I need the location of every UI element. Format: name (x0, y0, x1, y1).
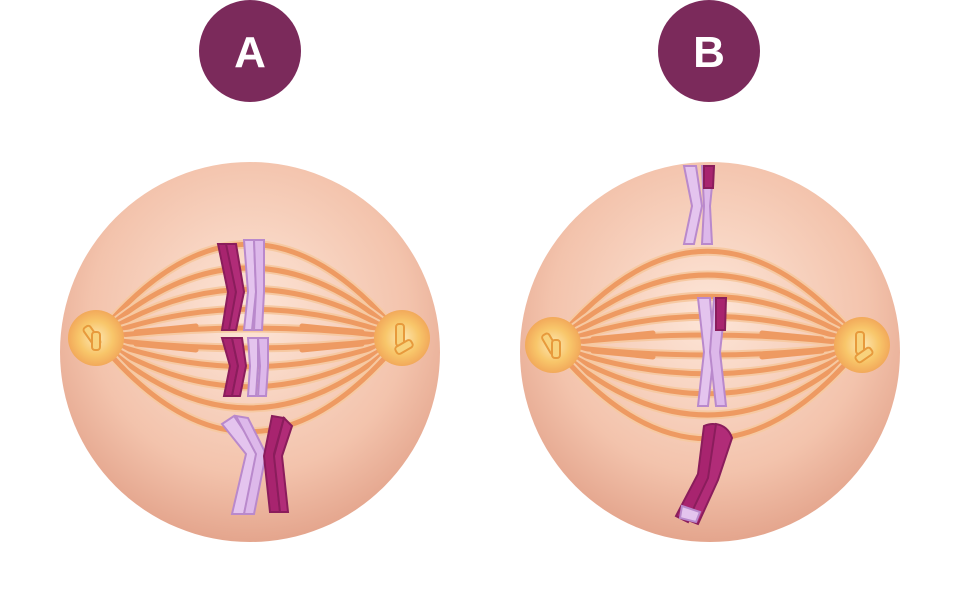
cell-a (60, 162, 440, 542)
cell-b-spindle-fiber (550, 293, 865, 348)
cell-b-chromosome-3 (674, 422, 734, 526)
cell-a-spindle-kinetochore-fiber (133, 341, 199, 353)
cell-b-spindle-fiber (550, 248, 865, 348)
badge-label-a: A (234, 28, 266, 77)
cell-b-spindle-kinetochore-fiber (590, 348, 656, 360)
cell-a-chromosomes (216, 239, 294, 515)
cell-b-centrosome-right (834, 317, 890, 373)
cell-b-spindle-kinetochore-fiber (590, 330, 656, 342)
cell-b-spindle-kinetochore-fiber (759, 348, 825, 360)
cell-b-spindle-fiber (550, 272, 865, 348)
cell-b-chromosome-1 (682, 165, 716, 245)
cell-a-homologous-pair-3 (220, 414, 294, 515)
cell-b (520, 162, 900, 542)
badge-circle-b (658, 0, 760, 102)
cell-a-homologous-pair-1 (216, 239, 265, 331)
cell-a-spindle-kinetochore-fiber (299, 341, 365, 353)
badge-circle-a (199, 0, 301, 102)
cell-b-chromosomes (674, 165, 734, 526)
cell-a-centrosome-left (68, 310, 124, 366)
badge-label-b: B (693, 28, 725, 77)
cell-b-spindle-kinetochore-fiber (759, 330, 825, 342)
cell-a-centrosome-right (374, 310, 430, 366)
cell-b-chromosome-2 (696, 297, 728, 407)
cell-a-spindle-fiber (93, 335, 405, 411)
cell-a-spindle-kinetochore-fiber (299, 323, 365, 335)
label-badge-a: A (199, 0, 301, 102)
cell-a-spindle-kinetochore-fiber (133, 323, 199, 335)
label-badge-b: B (658, 0, 760, 102)
cell-b-centrosome-left (525, 317, 581, 373)
cell-a-homologous-pair-2 (220, 337, 269, 397)
cell-b-spindle-fiber (550, 342, 865, 418)
